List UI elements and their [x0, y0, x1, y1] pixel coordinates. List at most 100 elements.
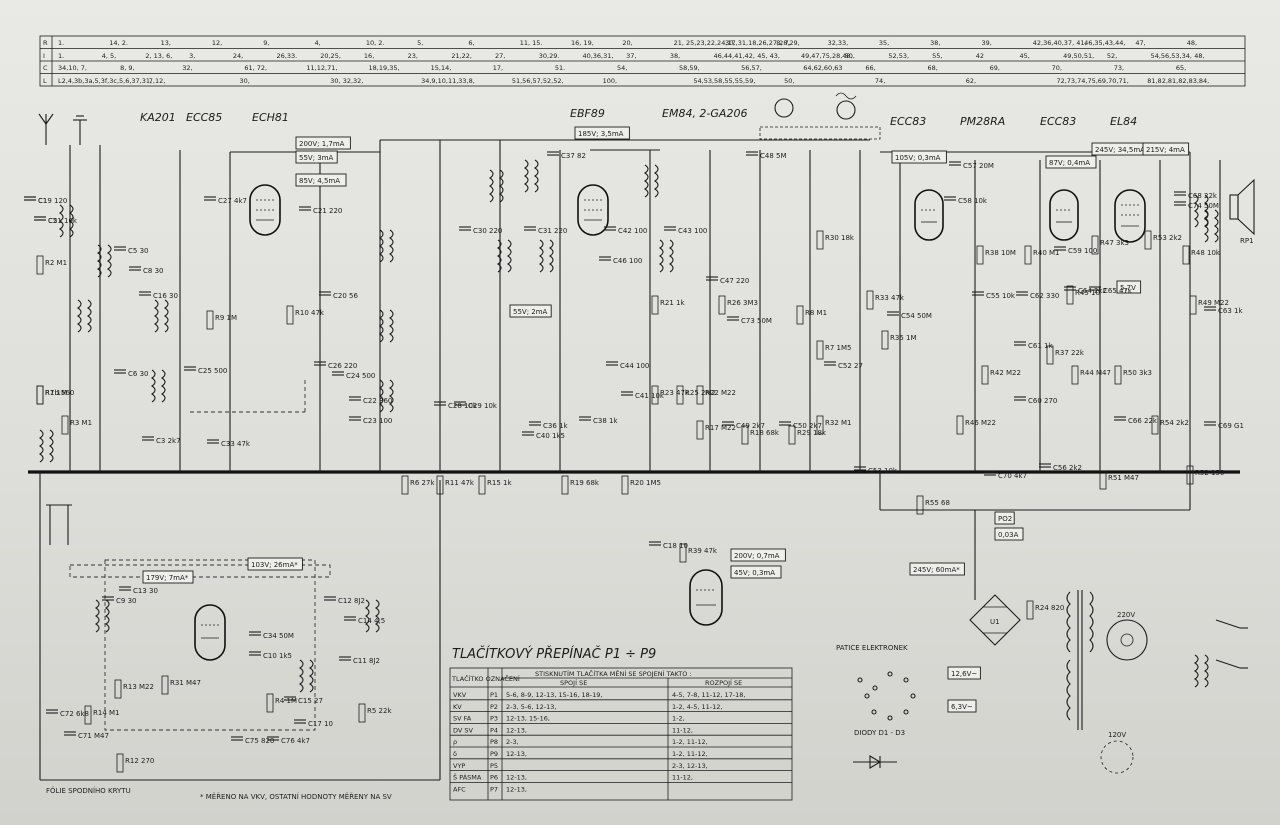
tube-ecc83-a: [914, 189, 944, 241]
voltage-box: [295, 173, 347, 187]
capacitor-label: C42 100: [618, 227, 647, 235]
capacitor-label: C58 10k: [958, 197, 988, 205]
coil-inductor: [507, 239, 512, 273]
resistor-label: R7 1M5: [825, 344, 852, 352]
resistor-symbol: [1099, 470, 1107, 490]
voltage-box: [574, 126, 630, 140]
resistor-symbol: [61, 415, 69, 435]
capacitor-label: C36 1k: [543, 422, 568, 430]
capacitor-label: C62 330: [1030, 292, 1059, 300]
header-cell: 6,: [468, 39, 474, 47]
resistor-label: R20 1M5: [630, 479, 661, 487]
capacitor-label: C71 M47: [78, 732, 109, 740]
capacitor-label: C56 2k2: [1053, 464, 1082, 472]
resistor-symbol: [1144, 230, 1152, 250]
table-cell-switch: P1: [490, 691, 498, 699]
header-cell: 56,57,: [741, 64, 762, 72]
capacitor-label: C51 10k: [48, 217, 78, 225]
ht-rails: [39, 139, 1221, 781]
capacitor-label: C28 10k: [448, 402, 478, 410]
coil-inductor: [549, 239, 554, 273]
resistor-symbol: [358, 703, 366, 723]
voltage-box: [730, 565, 782, 579]
coil-inductor: [299, 659, 304, 693]
table-cell-switch: P4: [490, 726, 498, 734]
capacitor-label: C53 10k: [868, 467, 898, 475]
resistor-label: R45 10: [1075, 289, 1100, 297]
table-cell-spoji: 2-3,: [506, 738, 519, 746]
voltage-box: [994, 527, 1024, 541]
capacitor-label: C10 1k5: [263, 652, 292, 660]
footnote: * MĚŘENO NA VKV, OSTATNÍ HODNOTY MĚŘENY …: [200, 792, 392, 801]
voltage-value: 103V; 26mA*: [251, 561, 298, 569]
coil-inductor: [97, 244, 102, 278]
resistor-label: R26 3M3: [727, 299, 758, 307]
resistor-label: R53 2k2: [1153, 234, 1182, 242]
coil-inductor: [489, 169, 494, 203]
header-cell: 66,: [865, 64, 875, 72]
capacitor-label: C65 47k: [1103, 287, 1133, 295]
resistor-label: R49 M22: [1198, 299, 1229, 307]
coil-inductor: [1194, 654, 1199, 688]
capacitor-label: C46 100: [613, 257, 642, 265]
header-cell: 30, 32,32,: [330, 77, 363, 85]
resistor-label: R14 M1: [93, 709, 120, 717]
resistor-symbol: [1114, 365, 1122, 385]
table-cell-name: δ: [453, 750, 457, 758]
capacitor-label: C52 27: [838, 362, 863, 370]
resistor-label: R5 22k: [367, 707, 392, 715]
resistor-label: R42 M22: [990, 369, 1021, 377]
header-cell: 48,: [1194, 52, 1204, 60]
table-cell-name: AFC: [453, 785, 466, 793]
tube-label-em84: EM84, 2-GA206: [662, 107, 747, 120]
table-cell-rozpoji: 11-12,: [672, 726, 693, 734]
coil-inductor: [379, 309, 384, 343]
capacitor-label: C49 2k7: [736, 422, 765, 430]
resistor-label: R35 1M: [890, 334, 917, 342]
capacitor-label: C15 27: [298, 697, 323, 705]
capacitor-label: C70 4k7: [998, 472, 1027, 480]
capacitor-label: C5 30: [128, 247, 148, 255]
resistor-symbol: [866, 290, 874, 310]
resistor-label: R2 M1: [45, 259, 67, 267]
resistor-symbol: [651, 295, 659, 315]
header-cell: 30,: [725, 39, 735, 47]
capacitor-label: C13 30: [133, 587, 158, 595]
resistor-symbol: [916, 495, 924, 515]
resistor-symbol: [651, 385, 659, 405]
header-cell: 74,: [875, 77, 885, 85]
switch-table-rozpoji-header: ROZPOJÍ SE: [705, 678, 742, 687]
voltage-box: [295, 150, 338, 164]
voltage-value: 245V; 34,5mA: [1095, 146, 1145, 154]
resistor-label: R13 M22: [123, 683, 154, 691]
capacitor-label: C59 100: [1068, 247, 1097, 255]
coil-inductor: [309, 659, 314, 693]
header-cell: 26,33.: [277, 52, 298, 60]
table-cell-name: VKV: [453, 691, 467, 699]
resistor-label: R39 47k: [688, 547, 718, 555]
voltage-box: [909, 562, 965, 576]
voltage-box: [730, 548, 786, 562]
resistor-symbol: [1151, 415, 1159, 435]
header-cell: 69,: [990, 64, 1000, 72]
resistor-symbol: [696, 420, 704, 440]
resistor-symbol: [1186, 465, 1194, 485]
header-cell: 48,: [1187, 39, 1197, 47]
header-cell: 39,: [981, 39, 991, 47]
u1-label: U1: [990, 618, 1000, 626]
voltage-value: 5,7V: [1120, 284, 1136, 292]
switch-table-title: TLAČÍTKOVÝ PŘEPÍNAČ P1 ÷ P9: [452, 646, 656, 662]
capacitor-label: C44 100: [620, 362, 649, 370]
resistor-label: R15 1k: [487, 479, 512, 487]
capacitor-label: C14 4,5: [358, 617, 385, 625]
resistor-label: R29 18k: [797, 429, 827, 437]
voltage-box: [947, 699, 977, 713]
capacitor-label: C22 360: [363, 397, 392, 405]
table-cell-spoji: 12-13,: [506, 726, 527, 734]
coil-inductor: [499, 169, 504, 203]
header-cell: 42: [976, 52, 984, 60]
voltage-value: 179V; 7mA*: [146, 574, 189, 582]
header-cell: 54,56,53,34,: [1151, 52, 1192, 60]
